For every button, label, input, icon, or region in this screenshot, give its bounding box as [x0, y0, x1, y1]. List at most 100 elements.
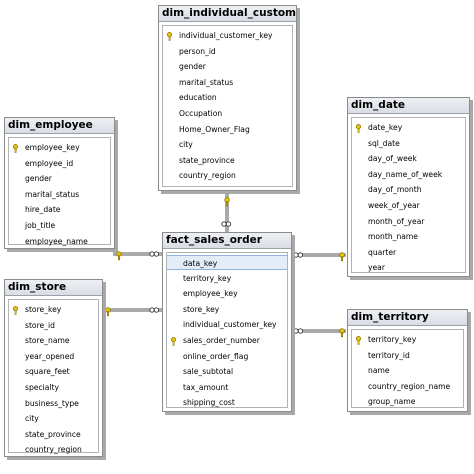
- column-row[interactable]: sql_date: [352, 136, 465, 151]
- table-title: dim_employee: [5, 118, 114, 134]
- column-row[interactable]: hire_date: [9, 202, 110, 217]
- column-row[interactable]: group_name: [352, 394, 463, 409]
- column-row[interactable]: store_id: [9, 318, 98, 333]
- column-name: week_of_year: [368, 201, 420, 210]
- column-name: marital_status: [25, 189, 80, 199]
- column-row[interactable]: name: [352, 363, 463, 378]
- column-row[interactable]: sales_order_number: [167, 333, 287, 348]
- column-name: month_name: [368, 232, 418, 242]
- column-row[interactable]: city: [163, 137, 292, 152]
- column-name: territory_key: [183, 273, 232, 283]
- column-row[interactable]: gender: [163, 59, 292, 74]
- column-row[interactable]: marital_status: [9, 187, 110, 202]
- column-row[interactable]: day_name_of_week: [352, 167, 465, 182]
- column-row[interactable]: employee_key: [9, 140, 110, 155]
- column-row[interactable]: year: [352, 260, 465, 275]
- column-row[interactable]: square_feet: [9, 364, 98, 379]
- column-name: sale_subtotal: [183, 367, 234, 377]
- column-name: online_order_flag: [183, 351, 249, 361]
- column-row[interactable]: day_of_month: [352, 182, 465, 197]
- column-name: name: [368, 366, 390, 376]
- column-row[interactable]: individual_customer_key: [167, 317, 287, 332]
- column-row[interactable]: territory_id: [352, 348, 463, 363]
- column-row[interactable]: store_name: [9, 333, 98, 348]
- column-name: sql_date: [368, 138, 400, 148]
- column-name: state_province: [179, 155, 235, 165]
- column-name: Occupation: [179, 109, 223, 118]
- column-row[interactable]: job_title: [9, 218, 110, 233]
- column-row[interactable]: employee_key: [167, 286, 287, 301]
- column-name: store_key: [183, 304, 220, 314]
- key-icon: [166, 31, 173, 41]
- column-row[interactable]: marital_status: [163, 75, 292, 90]
- column-name: employee_key: [25, 143, 80, 152]
- column-name: territory_key: [368, 335, 417, 344]
- column-row[interactable]: individual_customer_key: [163, 28, 292, 43]
- column-row[interactable]: specialty: [9, 380, 98, 395]
- column-name: employee_id: [25, 158, 74, 168]
- column-row[interactable]: employee_name: [9, 234, 110, 249]
- column-name: store_id: [25, 320, 55, 330]
- column-row[interactable]: territory_key: [167, 271, 287, 286]
- column-name: city: [25, 414, 39, 424]
- column-row[interactable]: tax_amount: [167, 380, 287, 395]
- column-row[interactable]: state_province: [163, 153, 292, 168]
- column-row[interactable]: country_region: [9, 442, 98, 457]
- column-row[interactable]: store_key: [167, 302, 287, 317]
- column-row[interactable]: data_key: [167, 255, 287, 270]
- column-row[interactable]: city: [9, 411, 98, 426]
- column-name: date_key: [368, 123, 403, 132]
- column-name: individual_customer_key: [179, 31, 273, 40]
- key-icon: [105, 307, 111, 317]
- column-name: country_region: [25, 445, 82, 455]
- table-title: dim_date: [348, 98, 469, 114]
- column-row[interactable]: country_region: [163, 168, 292, 183]
- column-row[interactable]: Occupation: [163, 106, 292, 121]
- column-row[interactable]: week_of_year: [352, 198, 465, 213]
- column-name: business_type: [25, 398, 79, 408]
- column-name: year: [368, 263, 385, 273]
- column-row[interactable]: store_key: [9, 302, 98, 317]
- column-row[interactable]: state_province: [9, 427, 98, 442]
- column-row[interactable]: month_name: [352, 229, 465, 244]
- key-icon: [339, 252, 345, 262]
- infinity-icon: [149, 307, 160, 313]
- infinity-icon: [293, 252, 304, 258]
- column-row[interactable]: education: [163, 90, 292, 105]
- column-row[interactable]: quarter: [352, 245, 465, 260]
- infinity-icon: [221, 221, 232, 227]
- table-dim-individual-customer[interactable]: dim_individual_customer individual_custo…: [158, 5, 297, 191]
- column-row[interactable]: territory_key: [352, 332, 463, 347]
- column-row[interactable]: employee_id: [9, 156, 110, 171]
- column-row[interactable]: person_id: [163, 44, 292, 59]
- column-row[interactable]: sale_subtotal: [167, 364, 287, 379]
- infinity-icon: [293, 328, 304, 334]
- column-row[interactable]: online_order_flag: [167, 349, 287, 364]
- key-icon: [116, 251, 122, 261]
- column-row[interactable]: gender: [9, 171, 110, 186]
- column-row[interactable]: country_region_name: [352, 379, 463, 394]
- column-row[interactable]: day_of_week: [352, 151, 465, 166]
- column-name: sales_order_number: [183, 336, 260, 345]
- table-title: dim_territory: [348, 310, 467, 326]
- column-name: day_of_month: [368, 185, 422, 195]
- key-icon: [355, 123, 362, 133]
- column-name: group_name: [368, 397, 416, 407]
- column-name: employee_key: [183, 289, 238, 299]
- column-name: Home_Owner_Flag: [179, 124, 250, 134]
- column-row[interactable]: business_type: [9, 396, 98, 411]
- column-row[interactable]: shipping_cost: [167, 395, 287, 410]
- column-row[interactable]: date_key: [352, 120, 465, 135]
- column-list: data_key territory_key employee_key store_k…: [166, 252, 288, 408]
- column-row[interactable]: month_of_year: [352, 214, 465, 229]
- column-row[interactable]: Home_Owner_Flag: [163, 122, 292, 137]
- column-row[interactable]: year_opened: [9, 349, 98, 364]
